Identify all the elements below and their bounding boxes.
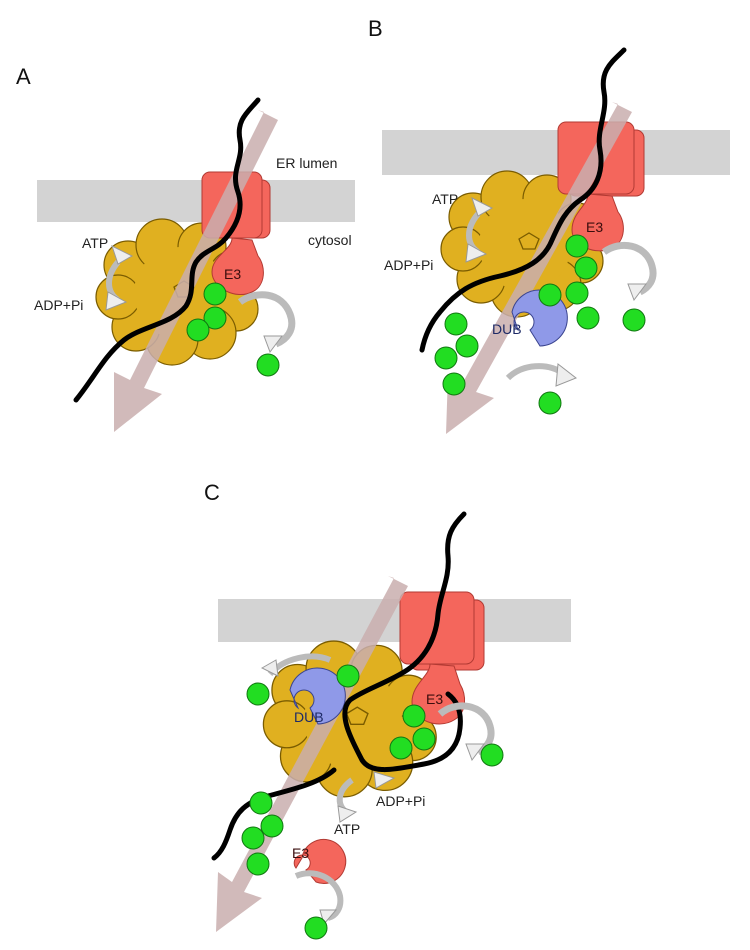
ubiquitin [246,852,270,876]
dub-label: DUB [294,709,324,725]
panel-b: B E3 DUB ATP ADP+Pi [368,16,730,434]
free-e3-ligase: E3 [292,838,347,884]
polypeptide [211,767,337,861]
dub-enzyme: DUB [289,667,346,725]
ubiquitin [336,664,360,688]
dub-label: DUB [492,321,522,337]
e3-label: E3 [586,219,603,235]
ubiquitin [538,391,562,415]
er-membrane [382,130,730,175]
ubiquitin [480,743,504,767]
ub-transfer-arrow [294,870,344,921]
polypeptide [419,47,627,353]
ub-transfer-arrow [237,291,296,348]
panel-c-label: C [204,480,220,505]
atp-arrow [111,245,134,265]
ubiquitin [260,814,284,838]
ubiquitin [241,826,265,850]
atp-label: ATP [334,821,360,837]
panel-b-label: B [368,16,383,41]
adp-label: ADP+Pi [376,793,425,809]
cytosol-label: cytosol [308,232,352,248]
translocation-arrow [446,102,632,434]
adp-label: ADP+Pi [34,297,83,313]
ubiquitin [442,372,466,396]
ub-transfer-arrow [601,241,657,296]
ubiquitin [455,334,479,358]
panel-a-label: A [16,64,31,89]
ubiquitin [565,234,589,258]
atp-label: ATP [432,191,458,207]
adp-label: ADP+Pi [384,257,433,273]
ubiquitin [402,704,426,728]
e3-label: E3 [224,266,241,282]
panel-c: C E3 DUB ADP+Pi ATP E3 [204,480,571,940]
e3-label: E3 [426,691,443,707]
ubiquitin [203,282,227,306]
panel-a: A ER lumen cytosol E3 ATP ADP+Pi [16,64,355,432]
ubiquitin [622,308,646,332]
er-membrane [37,180,355,222]
ubiquitin [538,283,562,307]
deubiquitination-arrow [505,363,566,381]
ubiquitin [246,682,270,706]
atp-label: ATP [82,235,108,251]
ubiquitin [249,791,273,815]
ubiquitin [186,318,210,342]
ubiquitin [574,256,598,280]
ubiquitin [444,312,468,336]
ubiquitin [412,727,436,751]
ubiquitin [565,281,589,305]
translocation-arrow [216,576,408,932]
ubiquitin [389,736,413,760]
ubiquitin [576,306,600,330]
polypeptide [73,97,261,403]
ubiquitin [304,916,328,940]
er-lumen-label: ER lumen [276,155,337,171]
ubiquitin [256,353,280,377]
atp-arrow [471,197,494,217]
ubiquitin [434,346,458,370]
free-e3-label: E3 [292,845,309,861]
polypeptide [342,511,467,773]
